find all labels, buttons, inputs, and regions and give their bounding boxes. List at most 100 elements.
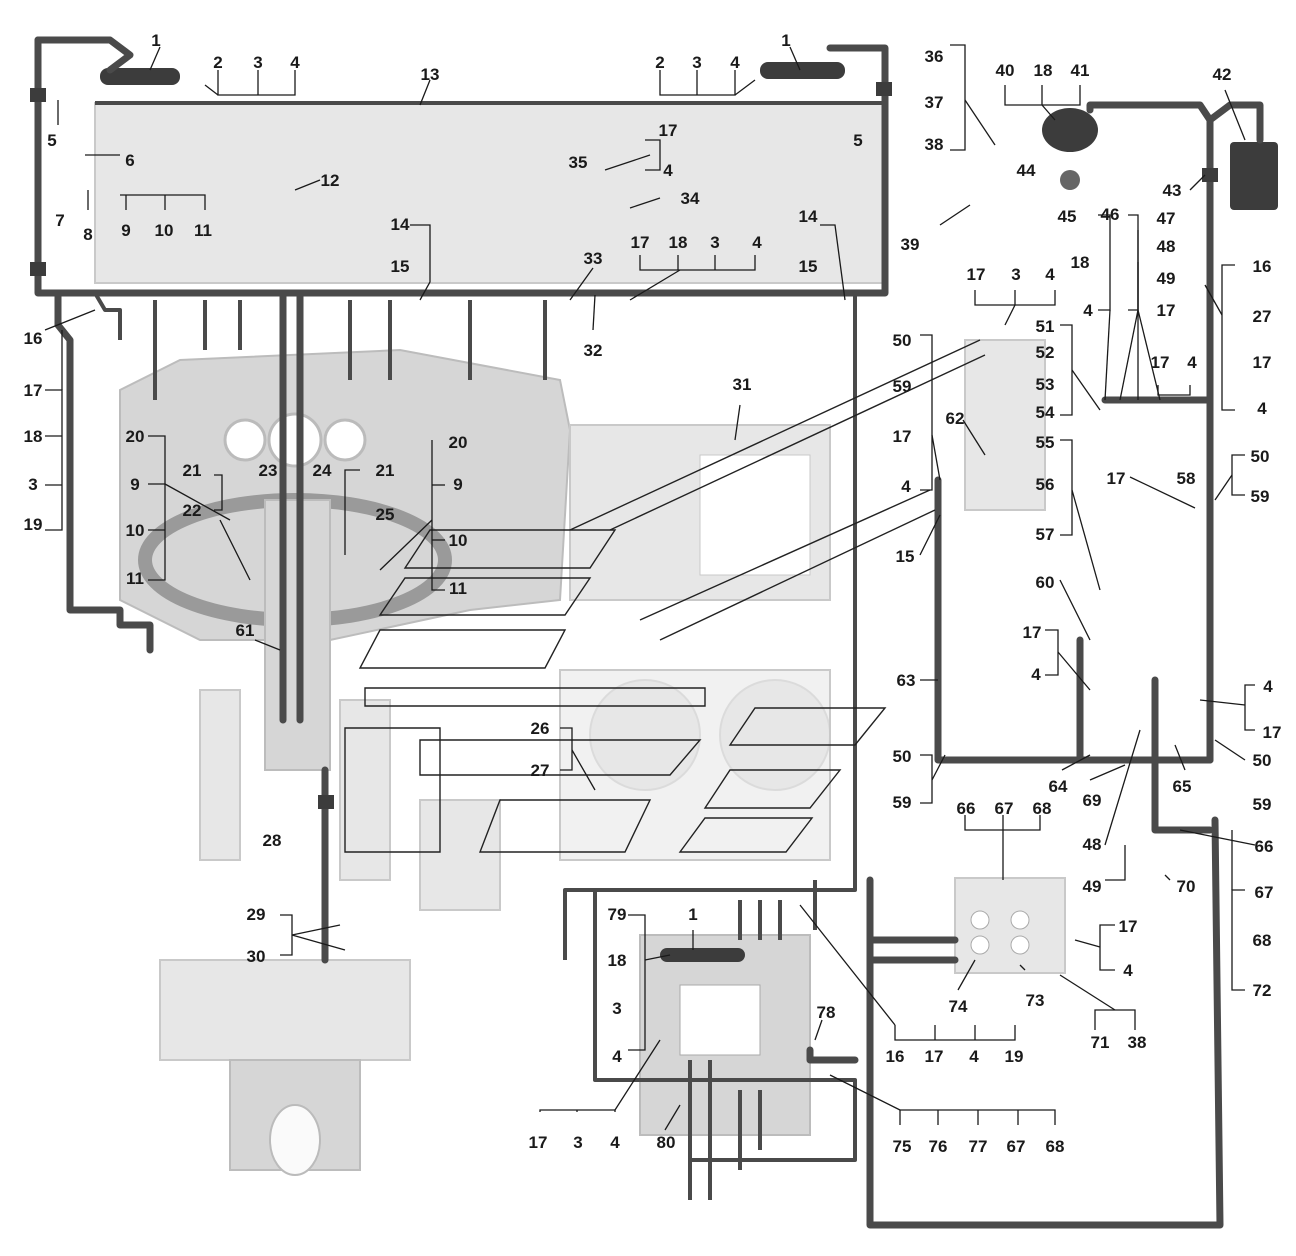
label-61: 61 bbox=[236, 621, 255, 640]
connector-socket-1 bbox=[970, 910, 990, 930]
label-43: 43 bbox=[1163, 181, 1182, 200]
label-17: 17 bbox=[1157, 301, 1176, 320]
gauge-center bbox=[267, 412, 323, 468]
label-8: 8 bbox=[83, 225, 92, 244]
label-3: 3 bbox=[710, 233, 719, 252]
label-49: 49 bbox=[1157, 269, 1176, 288]
label-49: 49 bbox=[1083, 877, 1102, 896]
label-1: 1 bbox=[781, 31, 790, 50]
label-13: 13 bbox=[421, 65, 440, 84]
label-18: 18 bbox=[669, 233, 688, 252]
label-17: 17 bbox=[967, 265, 986, 284]
label-35: 35 bbox=[569, 153, 588, 172]
label-26: 26 bbox=[531, 719, 550, 738]
label-28: 28 bbox=[263, 831, 282, 850]
label-27: 27 bbox=[1253, 307, 1272, 326]
label-59: 59 bbox=[893, 793, 912, 812]
label-45: 45 bbox=[1058, 207, 1077, 226]
label-71: 71 bbox=[1091, 1033, 1110, 1052]
label-59: 59 bbox=[1251, 487, 1270, 506]
label-1: 1 bbox=[151, 31, 160, 50]
label-79: 79 bbox=[608, 905, 627, 924]
label-2: 2 bbox=[213, 53, 222, 72]
label-10: 10 bbox=[126, 521, 145, 540]
label-3: 3 bbox=[573, 1133, 582, 1152]
brake-cylinder bbox=[269, 1104, 321, 1176]
label-4: 4 bbox=[290, 53, 300, 72]
pedal-center bbox=[339, 699, 391, 881]
label-75: 75 bbox=[893, 1137, 912, 1156]
overhead-panel bbox=[94, 102, 886, 284]
label-4: 4 bbox=[612, 1047, 622, 1066]
label-17: 17 bbox=[925, 1047, 944, 1066]
connector-socket-2 bbox=[1010, 910, 1030, 930]
label-7: 7 bbox=[55, 211, 64, 230]
lamp-bottom bbox=[660, 948, 745, 962]
label-50: 50 bbox=[893, 331, 912, 350]
label-17: 17 bbox=[631, 233, 650, 252]
label-19: 19 bbox=[24, 515, 43, 534]
label-23: 23 bbox=[259, 461, 278, 480]
label-33: 33 bbox=[584, 249, 603, 268]
label-3: 3 bbox=[253, 53, 262, 72]
gauge-left bbox=[223, 418, 267, 462]
label-17: 17 bbox=[659, 121, 678, 140]
label-12: 12 bbox=[321, 171, 340, 190]
label-53: 53 bbox=[1036, 375, 1055, 394]
label-60: 60 bbox=[1036, 573, 1055, 592]
label-68: 68 bbox=[1253, 931, 1272, 950]
label-18: 18 bbox=[1071, 253, 1090, 272]
label-74: 74 bbox=[949, 997, 968, 1016]
label-17: 17 bbox=[1119, 917, 1138, 936]
label-9: 9 bbox=[453, 475, 462, 494]
label-3: 3 bbox=[1011, 265, 1020, 284]
label-17: 17 bbox=[893, 427, 912, 446]
ghost-components bbox=[94, 62, 1278, 1176]
label-66: 66 bbox=[1255, 837, 1274, 856]
label-68: 68 bbox=[1046, 1137, 1065, 1156]
label-42: 42 bbox=[1213, 65, 1232, 84]
label-17: 17 bbox=[1023, 623, 1042, 642]
label-80: 80 bbox=[657, 1133, 676, 1152]
label-59: 59 bbox=[893, 377, 912, 396]
label-1: 1 bbox=[688, 905, 697, 924]
label-50: 50 bbox=[1253, 751, 1272, 770]
label-70: 70 bbox=[1177, 877, 1196, 896]
lower-module bbox=[419, 799, 501, 911]
label-4: 4 bbox=[1045, 265, 1055, 284]
label-47: 47 bbox=[1157, 209, 1176, 228]
socket-45 bbox=[1060, 170, 1080, 190]
pedal-left bbox=[199, 689, 241, 861]
label-40: 40 bbox=[996, 61, 1015, 80]
label-55: 55 bbox=[1036, 433, 1055, 452]
label-37: 37 bbox=[925, 93, 944, 112]
label-17: 17 bbox=[24, 381, 43, 400]
label-18: 18 bbox=[24, 427, 43, 446]
fuse-row-area bbox=[679, 984, 761, 1056]
label-38: 38 bbox=[1128, 1033, 1147, 1052]
label-34: 34 bbox=[681, 189, 700, 208]
label-46: 46 bbox=[1101, 205, 1120, 224]
label-20: 20 bbox=[126, 427, 145, 446]
label-25: 25 bbox=[376, 505, 395, 524]
label-4: 4 bbox=[1123, 961, 1133, 980]
label-20: 20 bbox=[449, 433, 468, 452]
label-38: 38 bbox=[925, 135, 944, 154]
label-50: 50 bbox=[893, 747, 912, 766]
label-18: 18 bbox=[608, 951, 627, 970]
label-17: 17 bbox=[1107, 469, 1126, 488]
horn-44 bbox=[1042, 108, 1098, 152]
label-29: 29 bbox=[247, 905, 266, 924]
label-5: 5 bbox=[47, 131, 56, 150]
label-76: 76 bbox=[929, 1137, 948, 1156]
label-16: 16 bbox=[886, 1047, 905, 1066]
label-15: 15 bbox=[896, 547, 915, 566]
label-69: 69 bbox=[1083, 791, 1102, 810]
connector-socket-3 bbox=[970, 935, 990, 955]
label-78: 78 bbox=[817, 1003, 836, 1022]
label-17: 17 bbox=[1151, 353, 1170, 372]
label-73: 73 bbox=[1026, 991, 1045, 1010]
label-4: 4 bbox=[969, 1047, 979, 1066]
label-41: 41 bbox=[1071, 61, 1090, 80]
label-5: 5 bbox=[853, 131, 862, 150]
